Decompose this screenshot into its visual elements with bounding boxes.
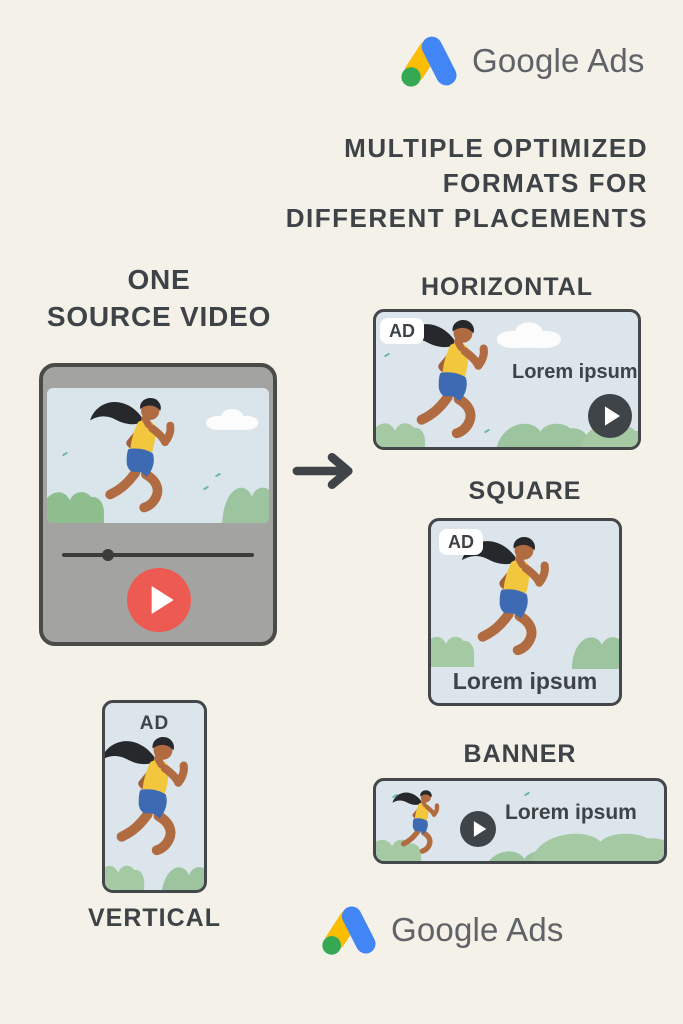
bush-icon (494, 413, 590, 450)
ad-body-text: Lorem ipsum (505, 801, 637, 824)
progress-handle (102, 549, 114, 561)
banner-format-label: BANNER (463, 740, 577, 768)
ad-body-text: Lorem ipsum (452, 668, 598, 694)
google-ads-logo-text: Google Ads (472, 42, 645, 79)
banner-ad-card: Lorem ipsum (373, 778, 667, 864)
bush-icon (528, 823, 667, 864)
bush-icon (221, 475, 269, 523)
source-video-player (39, 363, 277, 646)
bush-icon (160, 856, 207, 893)
title-line-3: DIFFERENT PLACEMENTS (285, 203, 648, 233)
runner-illustration (102, 735, 207, 861)
leaf-speck (61, 451, 69, 457)
google-ads-logo-text: Google Ads (391, 911, 564, 948)
square-ad-card: AD Lorem ipsum (428, 518, 622, 706)
google-ads-logo-icon (399, 34, 457, 88)
leaf-speck (383, 352, 391, 358)
horizontal-ad-card: AD Lorem ipsum (373, 309, 641, 450)
square-format-label: SQUARE (468, 477, 582, 505)
ad-body-text: Lorem ipsum (512, 361, 638, 383)
leaf-speck (202, 485, 210, 491)
source-video-label-line-1: ONE (127, 264, 191, 295)
google-ads-logo-top: Google Ads (399, 34, 645, 88)
google-ads-logo-icon (320, 904, 376, 956)
play-button-icon (127, 568, 191, 632)
title-line-2: FORMATS FOR (442, 168, 648, 198)
ad-badge: AD (380, 318, 424, 344)
cloud-icon (205, 406, 261, 431)
play-icon (588, 394, 632, 438)
leaf-speck (523, 791, 531, 797)
google-ads-logo-bottom: Google Ads (320, 904, 564, 956)
main-title: MULTIPLE OPTIMIZED FORMATS FOR DIFFERENT… (286, 131, 648, 236)
vertical-ad-card: AD (102, 700, 207, 893)
vertical-format-label: VERTICAL (88, 904, 221, 932)
ad-badge: AD (139, 713, 170, 734)
source-video-label-line-2: SOURCE VIDEO (46, 301, 272, 332)
horizontal-format-label: HORIZONTAL (420, 273, 593, 301)
ad-badge: AD (439, 529, 483, 555)
source-video-label: ONE SOURCE VIDEO (28, 261, 290, 335)
video-progress-bar (62, 549, 254, 561)
title-line-1: MULTIPLE OPTIMIZED (344, 133, 648, 163)
video-screen (47, 388, 269, 523)
bush-icon (571, 627, 622, 669)
runner-illustration (392, 789, 450, 857)
runner-illustration (89, 396, 194, 518)
arrow-right-icon (290, 446, 362, 496)
bush-icon (102, 856, 145, 893)
play-icon (460, 811, 496, 847)
